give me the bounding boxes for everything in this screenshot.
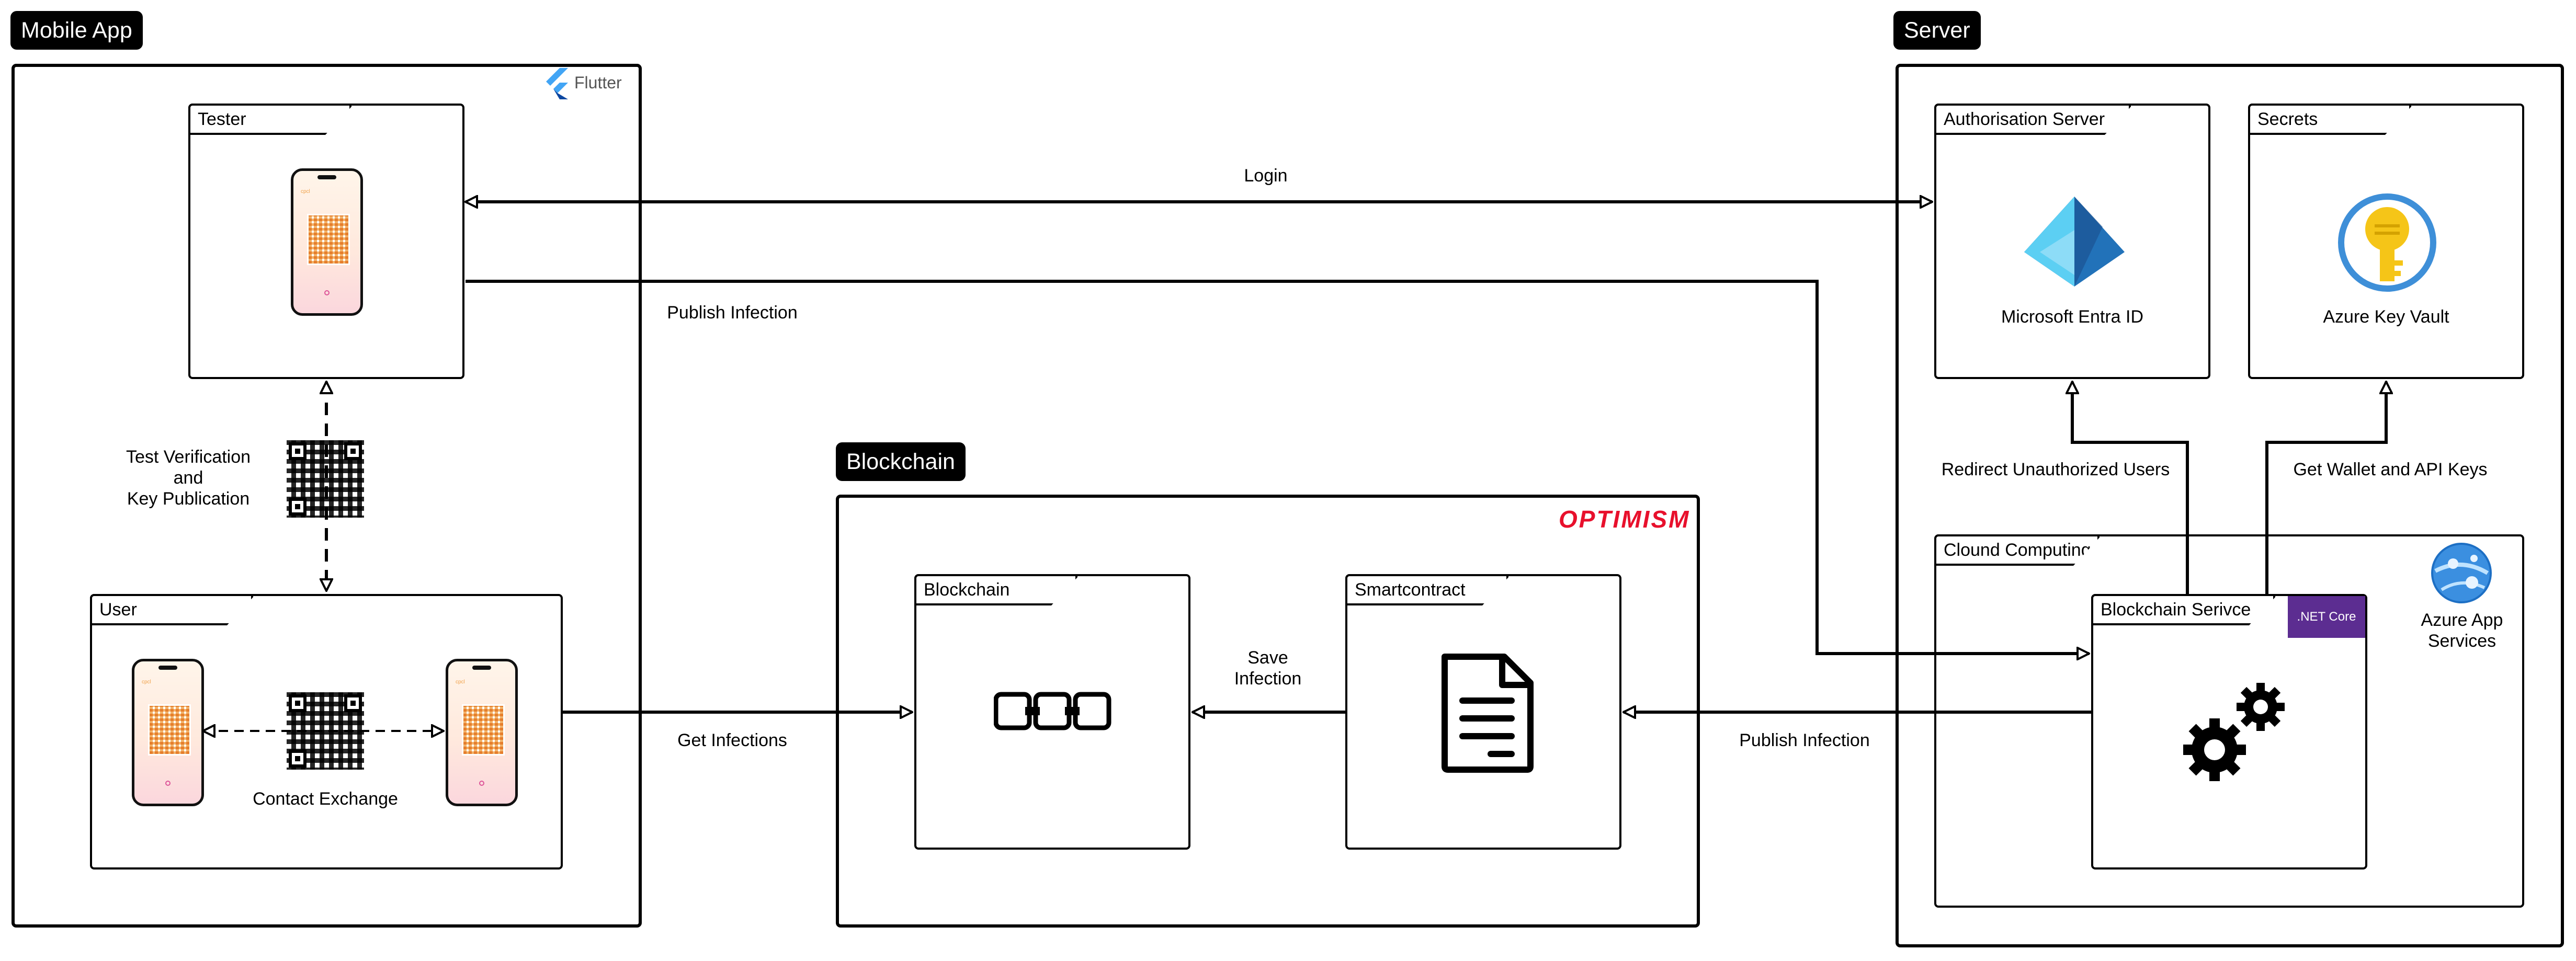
blockchain-service-box: Blockchain Serivce .NET Core — [2091, 594, 2367, 870]
authorisation-server-box: Authorisation Server Microsoft Entra ID — [1934, 104, 2210, 379]
get-infections-label: Get Infections — [677, 730, 787, 750]
test-verification-label: Test Verification and Key Publication — [110, 447, 267, 509]
phone-icon: cpcl — [132, 659, 204, 806]
blockchain-title: Blockchain — [914, 574, 1077, 605]
flutter-logo: Flutter — [544, 68, 622, 99]
key-vault-icon — [2338, 193, 2436, 292]
gears-icon — [2183, 683, 2285, 781]
flutter-icon — [546, 68, 568, 99]
key-vault-label: Azure Key Vault — [2323, 307, 2449, 327]
test-verification-line-3: Key Publication — [127, 489, 250, 509]
publish-infection-top-edge — [466, 280, 2089, 654]
user-title: User — [90, 594, 253, 625]
publish-infection-top-label: Publish Infection — [667, 303, 798, 323]
app-services-label: Azure App Services — [2407, 610, 2517, 651]
tester-title: Tester — [188, 104, 351, 135]
cloud-computing-title: Clound Computing — [1934, 534, 2100, 566]
app-services-icon — [2431, 543, 2492, 603]
get-wallet-keys-edge — [2265, 382, 2386, 594]
smartcontract-box: Smartcontract — [1345, 574, 1621, 850]
entra-id-icon — [2024, 197, 2125, 287]
save-infection-line-1: Save — [1247, 648, 1288, 668]
login-label: Login — [1244, 166, 1288, 186]
phone-icon: cpcl — [446, 659, 518, 806]
document-icon — [1442, 654, 1534, 773]
entra-id-label: Microsoft Entra ID — [2001, 307, 2144, 327]
app-services-line-1: Azure App — [2421, 610, 2503, 630]
test-verification-line-1: Test Verification — [126, 447, 251, 467]
mobile-app-group-label: Mobile App — [10, 11, 143, 50]
save-infection-label: Save Infection — [1216, 647, 1320, 689]
app-services-line-2: Services — [2427, 631, 2496, 651]
server-group-label: Server — [1893, 11, 1981, 50]
smartcontract-title: Smartcontract — [1345, 574, 1508, 605]
get-wallet-keys-label: Get Wallet and API Keys — [2293, 460, 2488, 479]
publish-infection-bottom-label: Publish Infection — [1739, 730, 1870, 750]
flutter-label: Flutter — [574, 73, 622, 92]
authorisation-server-title: Authorisation Server — [1934, 104, 2131, 135]
secrets-box: Secrets Azure Key Vault — [2248, 104, 2524, 379]
chain-link-icon — [994, 692, 1111, 730]
test-verification-line-2: and — [173, 468, 203, 488]
contact-exchange-label: Contact Exchange — [253, 789, 398, 809]
redirect-unauthorized-label: Redirect Unauthorized Users — [1941, 460, 2170, 479]
blockchain-service-title: Blockchain Serivce — [2091, 594, 2275, 625]
optimism-logo: OPTIMISM — [1559, 506, 1690, 533]
blockchain-group-label: Blockchain — [836, 442, 966, 481]
redirect-unauthorized-edge — [2072, 382, 2189, 594]
net-core-logo: .NET Core — [2288, 596, 2365, 638]
phone-icon: cpcl — [291, 168, 363, 316]
tester-box: Tester cpcl — [188, 104, 464, 379]
save-infection-line-2: Infection — [1234, 669, 1302, 689]
blockchain-box: Blockchain — [914, 574, 1190, 850]
